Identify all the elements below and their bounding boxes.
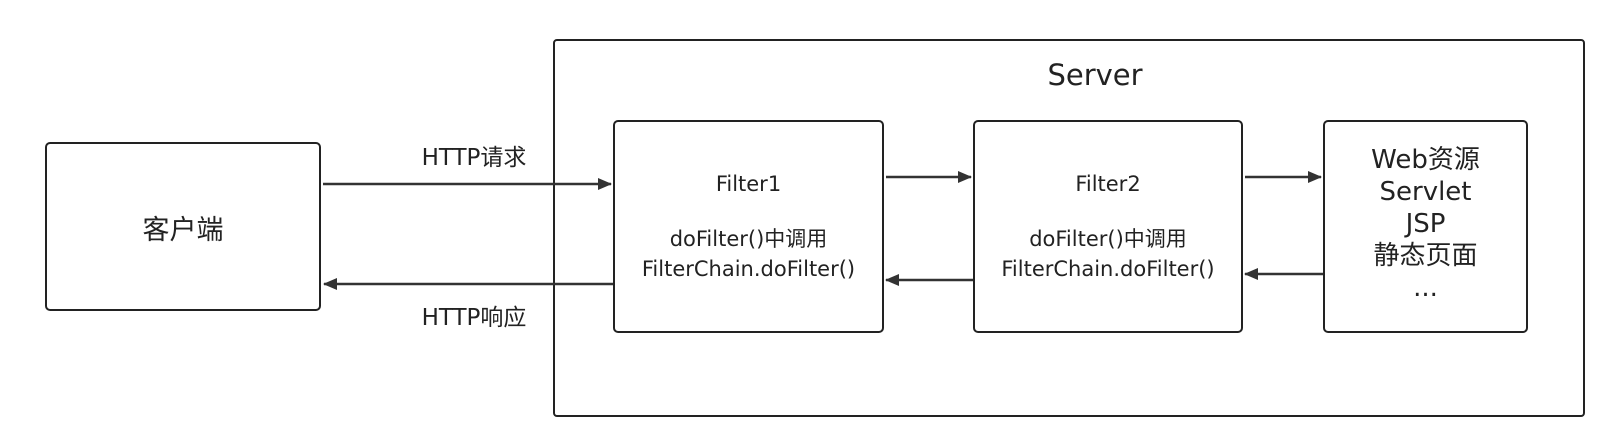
web-resources-line: 静态页面 [1373,241,1478,271]
web-resources-line: JSP [1405,209,1446,239]
filter2-box: Filter2 doFilter()中调用 FilterChain.doFilt… [973,120,1243,333]
web-resources-box: Web资源 Servlet JSP 静态页面 ... [1323,120,1528,333]
request-arrow-label: HTTP请求 [421,145,527,171]
filter2-desc-line2: FilterChain.doFilter() [1001,257,1215,281]
filter1-desc-line1: doFilter()中调用 [669,227,828,251]
filter1-desc-line2: FilterChain.doFilter() [641,257,856,281]
client-label: 客户端 [142,215,224,246]
web-resources-line: Web资源 [1371,145,1480,175]
web-resources-line: Servlet [1379,177,1472,207]
client-box [45,142,321,311]
filter1-name: Filter1 [715,172,782,196]
server-title: Server [1047,58,1143,92]
response-arrow-label: HTTP响应 [421,305,527,331]
filter1-box: Filter1 doFilter()中调用 FilterChain.doFilt… [613,120,884,333]
filter2-desc-line1: doFilter()中调用 [1029,227,1187,251]
filter2-name: Filter2 [1075,172,1141,196]
web-resources-line: ... [1413,273,1438,303]
